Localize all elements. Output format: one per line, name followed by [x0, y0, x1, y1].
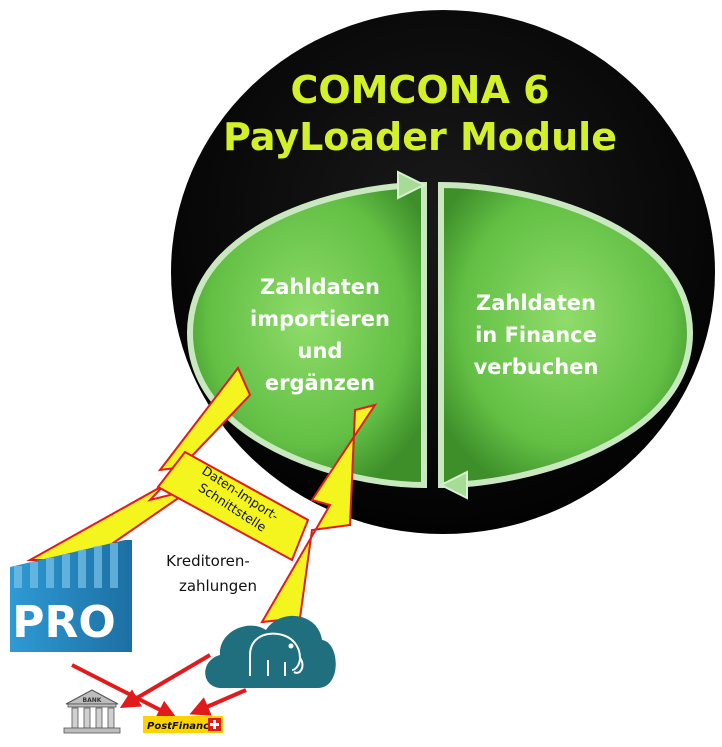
postfinance-logo: PostFinance: [143, 716, 223, 733]
payments-label-1: Kreditoren-: [166, 552, 250, 570]
import-text-2: importieren: [250, 307, 390, 331]
cycle-arrow-bottom: [438, 470, 468, 500]
booking-text-3: verbuchen: [474, 355, 599, 379]
pro-logo: PRO: [10, 540, 132, 652]
import-text-1: Zahldaten: [260, 275, 380, 299]
pro-text: PRO: [12, 597, 116, 648]
cycle-arrow-top: [397, 170, 427, 200]
arrow-cloud-to-postfinance: [189, 688, 247, 716]
title-line-2: PayLoader Module: [223, 115, 617, 159]
cloud-icon: [205, 615, 336, 688]
booking-lobe: [438, 181, 694, 500]
postfinance-text: PostFinance: [147, 721, 216, 732]
payments-label-2: zahlungen: [179, 577, 257, 595]
arrow-cloud-to-bank: [119, 653, 212, 709]
payment-flow-arrows: [71, 653, 247, 719]
title-line-1: COMCONA 6: [290, 68, 549, 112]
import-text-4: ergänzen: [265, 371, 375, 395]
booking-text-2: in Finance: [475, 323, 597, 347]
bank-label: BANK: [83, 697, 102, 704]
mammoth-icon: [249, 632, 304, 676]
bank-icon: BANK: [63, 689, 121, 734]
import-text-3: und: [298, 339, 343, 363]
booking-text-1: Zahldaten: [476, 291, 596, 315]
